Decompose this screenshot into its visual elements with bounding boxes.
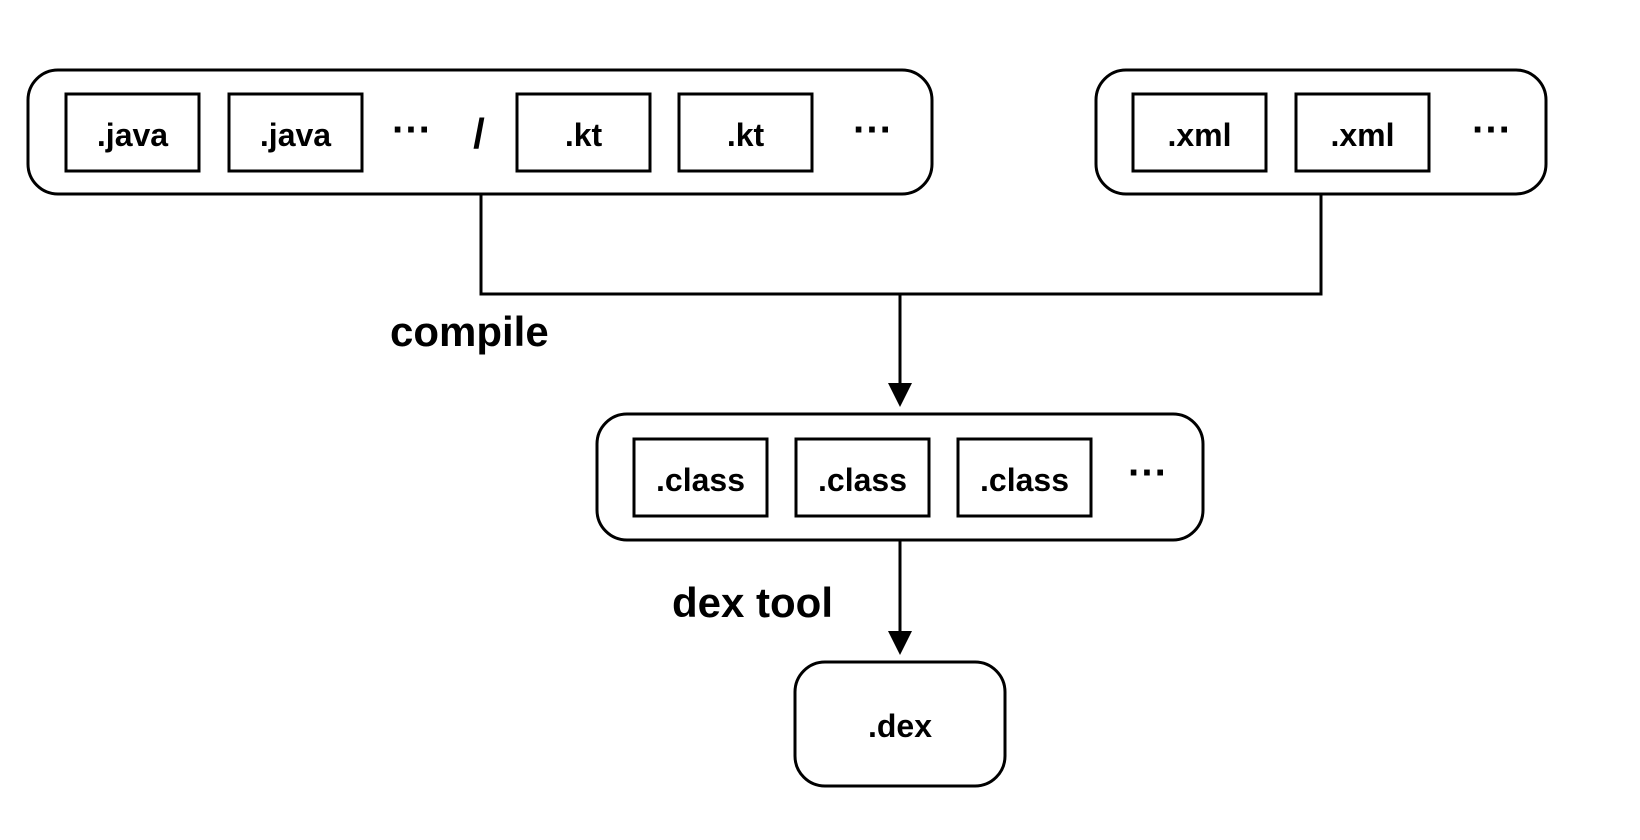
dex-output-box xyxy=(793,660,1007,788)
dex-output: .dex xyxy=(793,660,1007,788)
java-file-1-box xyxy=(64,92,201,173)
class-file-3: .class xyxy=(956,437,1093,518)
kotlin-file-2-label: .kt xyxy=(727,117,765,153)
resource-files-group: .xml .xml ··· xyxy=(1094,68,1548,196)
kotlin-ellipsis: ··· xyxy=(853,108,893,152)
xml-file-2-label: .xml xyxy=(1330,117,1394,153)
xml-file-2-box xyxy=(1294,92,1431,173)
java-file-1: .java xyxy=(64,92,201,173)
class-file-2: .class xyxy=(794,437,931,518)
compile-step-label: compile xyxy=(390,308,549,355)
kotlin-file-1-label: .kt xyxy=(565,117,603,153)
language-separator: / xyxy=(473,110,485,157)
java-ellipsis: ··· xyxy=(392,108,432,152)
xml-ellipsis: ··· xyxy=(1472,108,1512,152)
kotlin-file-1: .kt xyxy=(515,92,652,173)
class-files-group: .class .class .class ··· xyxy=(595,412,1205,542)
java-file-2-box xyxy=(227,92,364,173)
kotlin-file-1-box xyxy=(515,92,652,173)
class-file-1: .class xyxy=(632,437,769,518)
java-file-1-label: .java xyxy=(97,117,168,153)
dex-tool-step-label: dex tool xyxy=(672,579,833,626)
xml-file-2: .xml xyxy=(1294,92,1431,173)
xml-file-1-label: .xml xyxy=(1167,117,1231,153)
java-file-2: .java xyxy=(227,92,364,173)
class-file-3-box xyxy=(956,437,1093,518)
class-file-2-box xyxy=(794,437,931,518)
class-file-1-box xyxy=(632,437,769,518)
resource-branch-connector xyxy=(900,194,1323,296)
java-file-2-label: .java xyxy=(260,117,331,153)
class-ellipsis: ··· xyxy=(1128,451,1168,495)
source-branch-connector xyxy=(479,194,900,296)
xml-file-1: .xml xyxy=(1131,92,1268,173)
source-files-group: .java .java ··· / .kt .kt ··· xyxy=(26,68,934,196)
class-file-3-label: .class xyxy=(980,462,1069,498)
class-file-1-label: .class xyxy=(656,462,745,498)
kotlin-file-2: .kt xyxy=(677,92,814,173)
xml-file-1-box xyxy=(1131,92,1268,173)
kotlin-file-2-box xyxy=(677,92,814,173)
dex-output-label: .dex xyxy=(868,708,932,744)
class-file-2-label: .class xyxy=(818,462,907,498)
